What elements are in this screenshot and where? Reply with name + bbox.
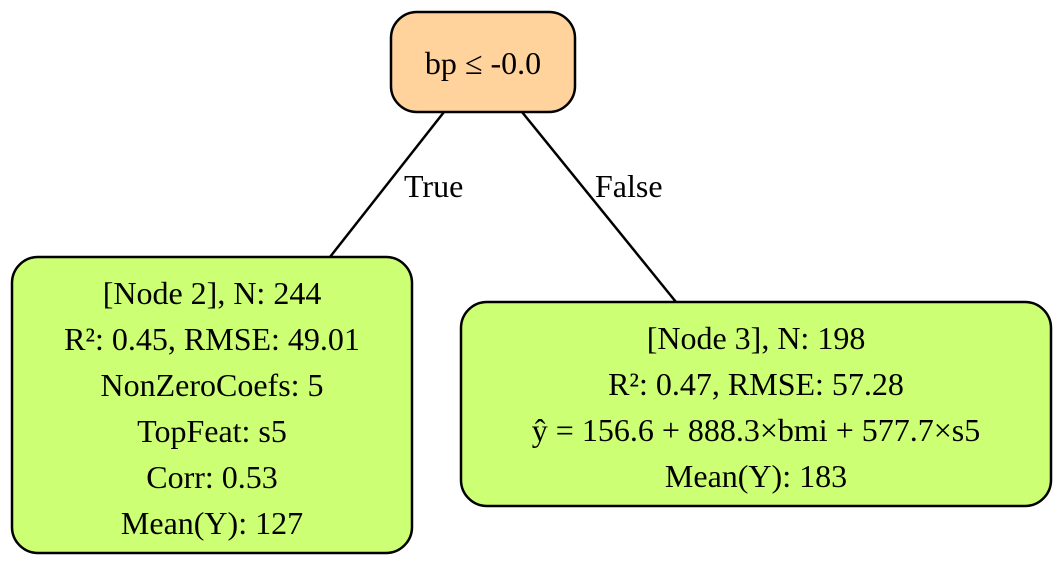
root-node: bp ≤ -0.0	[389, 10, 577, 114]
leaf-node-2-line: Corr: 0.53	[146, 459, 278, 495]
leaf-node-2-line: Mean(Y): 127	[121, 505, 303, 541]
edges: True False	[329, 111, 677, 303]
edge-false-line	[521, 111, 677, 303]
root-node-box	[389, 10, 577, 114]
edge-true-label: True	[404, 168, 463, 204]
leaf-node-2-line: NonZeroCoefs: 5	[100, 367, 323, 403]
leaf-node-3-line: [Node 3], N: 198	[647, 320, 866, 356]
leaf-node-2: [Node 2], N: 244 R²: 0.45, RMSE: 49.01 N…	[10, 255, 414, 555]
leaf-node-2-line: R²: 0.45, RMSE: 49.01	[64, 321, 360, 357]
leaf-node-3: [Node 3], N: 198 R²: 0.47, RMSE: 57.28 ŷ…	[459, 300, 1053, 508]
leaf-node-3-box	[459, 300, 1053, 508]
edge-false-label: False	[595, 168, 663, 204]
leaf-node-2-line: TopFeat: s5	[137, 413, 287, 449]
leaf-node-3-line: Mean(Y): 183	[665, 458, 847, 494]
root-node-label: bp ≤ -0.0	[425, 45, 541, 81]
leaf-node-3-line: R²: 0.47, RMSE: 57.28	[608, 366, 904, 402]
leaf-node-2-line: [Node 2], N: 244	[103, 275, 322, 311]
leaf-node-2-box	[10, 255, 414, 555]
leaf-node-3-line: ŷ = 156.6 + 888.3×bmi + 577.7×s5	[532, 412, 980, 448]
edge-true-line	[329, 111, 445, 258]
